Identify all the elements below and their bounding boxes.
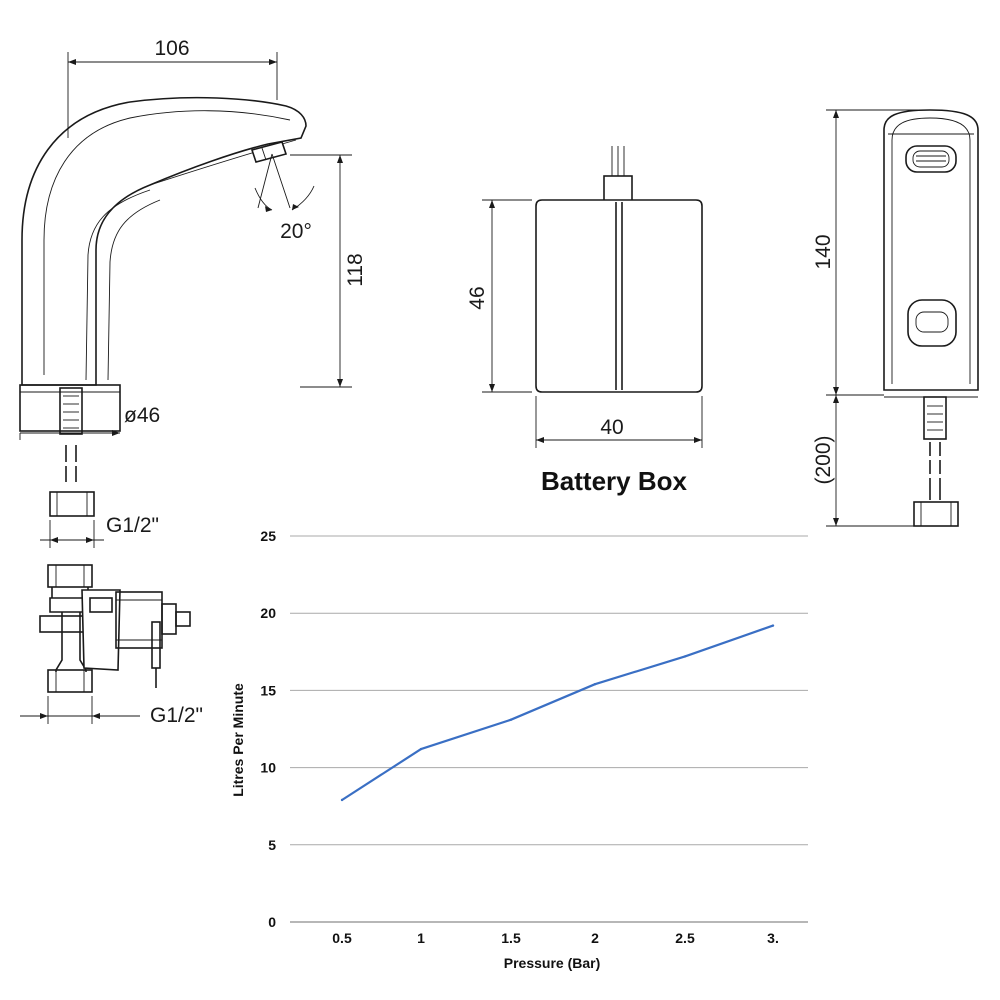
x-tick-2_5: 2.5: [675, 930, 695, 946]
battery-height-46-label: 46: [466, 286, 489, 309]
x-tick-3_: 3.: [767, 930, 779, 946]
chart-series: [340, 624, 775, 802]
battery-width-40-label: 40: [600, 416, 623, 439]
x-tick-1: 1: [417, 930, 425, 946]
y-tick-15: 15: [260, 682, 276, 698]
y-tick-20: 20: [260, 605, 276, 621]
chart-x-axis-label: Pressure (Bar): [504, 955, 601, 971]
front-height-140-label: 140: [812, 234, 835, 269]
y-tick-25: 25: [260, 528, 276, 544]
height-118-label: 118: [344, 253, 367, 286]
angle-20-label: 20°: [280, 220, 312, 243]
battery-box: 46 40 Battery Box: [466, 146, 703, 496]
faucet-side-view: 106 118 20° ø46 G1/2": [19, 37, 367, 548]
data-point-2_5: [683, 655, 687, 658]
solenoid-valve: G1/2": [20, 564, 203, 727]
chart-y-axis-label: Litres Per Minute: [230, 683, 246, 797]
battery-box-title: Battery Box: [541, 466, 687, 496]
x-tick-2: 2: [591, 930, 599, 946]
x-tick-0_5: 0.5: [332, 930, 352, 946]
data-point-1: [419, 747, 423, 751]
data-point-0_5: [340, 798, 344, 802]
diameter-46-label: ø46: [124, 404, 160, 427]
data-point-1_5: [509, 718, 513, 721]
y-tick-0: 0: [268, 914, 276, 930]
chart-gridlines: [290, 535, 808, 923]
faucet-front-view: 140 (200): [812, 109, 979, 527]
thread-upper-label: G1/2": [106, 514, 159, 537]
chart-x-tick-labels: 0.5 1 1.5 2 2.5 3.: [332, 930, 779, 946]
y-tick-5: 5: [268, 837, 276, 853]
thread-lower-label: G1/2": [150, 704, 203, 727]
width-106-label: 106: [154, 37, 189, 60]
data-point-3_: [771, 624, 775, 627]
y-tick-10: 10: [260, 760, 276, 776]
series-line-0: [341, 624, 774, 801]
hose-length-label: (200): [812, 435, 835, 484]
x-tick-1_5: 1.5: [501, 930, 521, 946]
chart-y-tick-labels: 0 5 10 15 20 25: [260, 528, 276, 930]
data-point-2: [593, 683, 597, 686]
